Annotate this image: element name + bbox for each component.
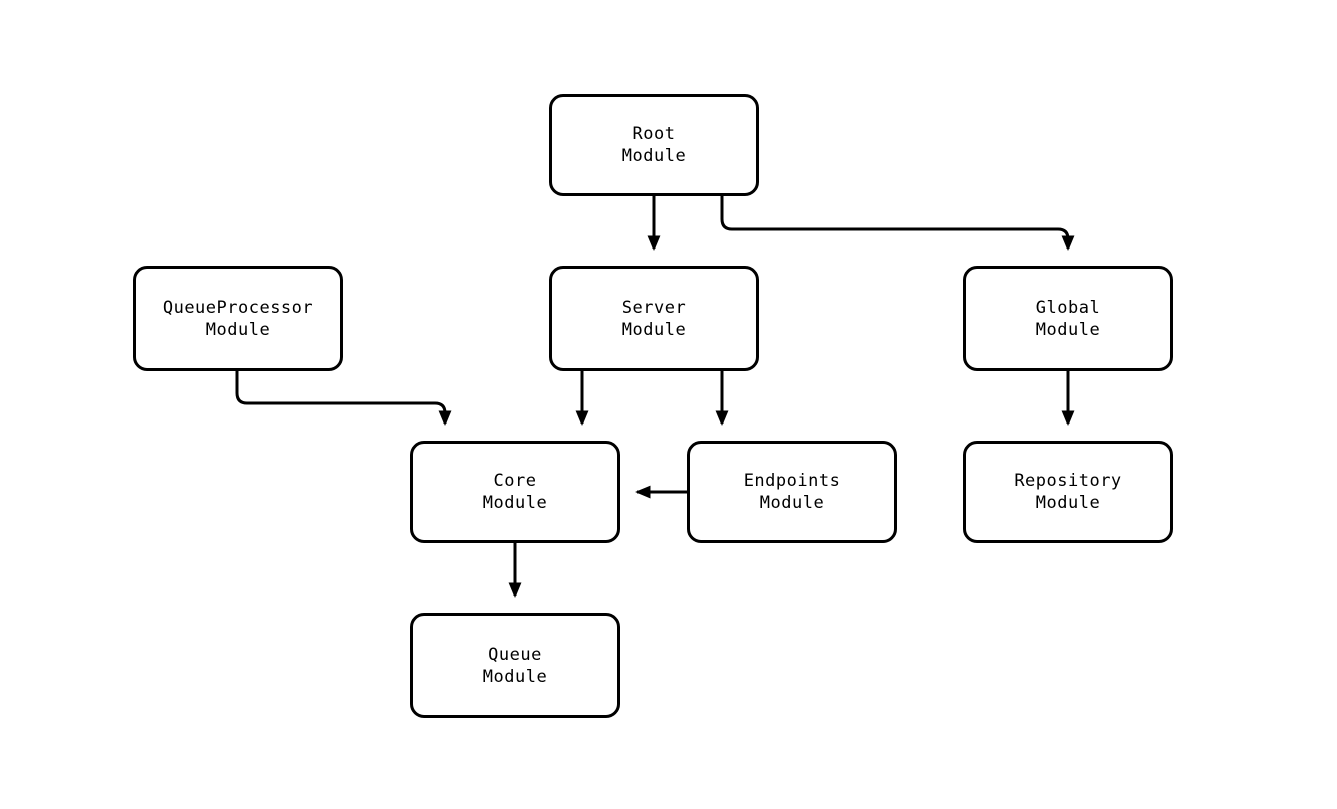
node-server-module[interactable]: Server Module (549, 266, 759, 371)
node-label-server-module: Server Module (621, 297, 687, 340)
node-repository-module[interactable]: Repository Module (963, 441, 1173, 543)
node-queue-module[interactable]: Queue Module (410, 613, 620, 718)
node-label-core-module: Core Module (482, 471, 548, 513)
edge-root-to-global (720, 196, 1075, 251)
node-endpoints-module[interactable]: Endpoints Module (687, 441, 897, 543)
node-label-queue-module: Queue Module (482, 644, 548, 687)
node-root-module[interactable]: Root Module (549, 94, 759, 196)
node-global-module[interactable]: Global Module (963, 266, 1173, 371)
node-queueprocessor-module[interactable]: QueueProcessor Module (133, 266, 343, 371)
node-core-module[interactable]: Core Module (410, 441, 620, 543)
node-label-repository-module: Repository Module (1014, 471, 1122, 513)
edge-queueprocessor-to-core (235, 371, 452, 426)
node-label-endpoints-module: Endpoints Module (743, 471, 841, 513)
node-label-root-module: Root Module (621, 124, 687, 166)
node-label-queueprocessor-module: QueueProcessor Module (162, 297, 314, 340)
node-label-global-module: Global Module (1035, 297, 1101, 340)
